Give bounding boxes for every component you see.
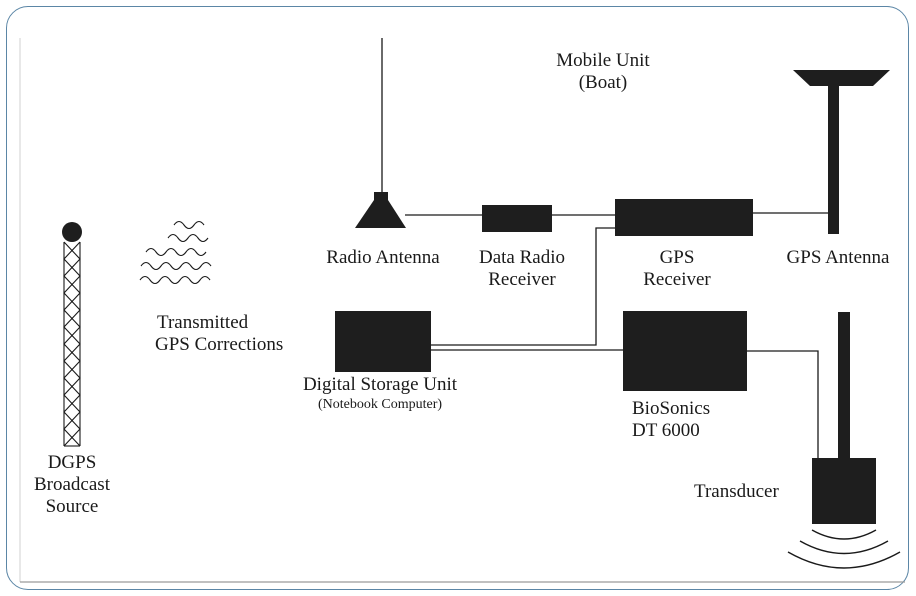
- gps-receiver-box: [615, 199, 753, 236]
- diagram-frame: [6, 6, 909, 590]
- sonar-waves-icon: [787, 529, 901, 569]
- data-radio-receiver-label: Data Radio Receiver: [478, 247, 565, 290]
- gps-receiver-label: GPS Receiver: [643, 247, 711, 290]
- transmitted-signal-waves-icon: [139, 220, 212, 285]
- radio-antenna-label: Radio Antenna: [326, 247, 440, 268]
- transducer-box: [812, 458, 876, 524]
- cable-biosonics-to-transducer: [746, 350, 819, 460]
- radio-antenna-neck: [374, 192, 388, 202]
- gps-antenna-mast: [828, 84, 839, 234]
- gps-antenna-dish-icon: [793, 70, 890, 86]
- transducer-label: Transducer: [694, 481, 779, 502]
- mobile-unit-label: Mobile Unit (Boat): [556, 50, 650, 93]
- dgps-beacon-icon: [62, 222, 82, 242]
- gps-antenna-label: GPS Antenna: [786, 247, 890, 268]
- cable-gps-to-storage: [430, 227, 616, 346]
- transducer-mast: [838, 312, 850, 462]
- biosonics-box: [623, 311, 747, 391]
- data-radio-receiver-box: [482, 205, 552, 232]
- dgps-tower-icon: [63, 241, 81, 447]
- digital-storage-unit-label: Digital Storage Unit (Notebook Computer): [302, 374, 458, 412]
- digital-storage-unit-box: [335, 311, 431, 372]
- transmitted-corrections-label: Transmitted GPS Corrections: [155, 312, 284, 355]
- dgps-source-label: DGPS Broadcast Source: [34, 452, 110, 517]
- radio-antenna-icon: [355, 200, 406, 228]
- biosonics-label: BioSonics DT 6000: [632, 398, 711, 441]
